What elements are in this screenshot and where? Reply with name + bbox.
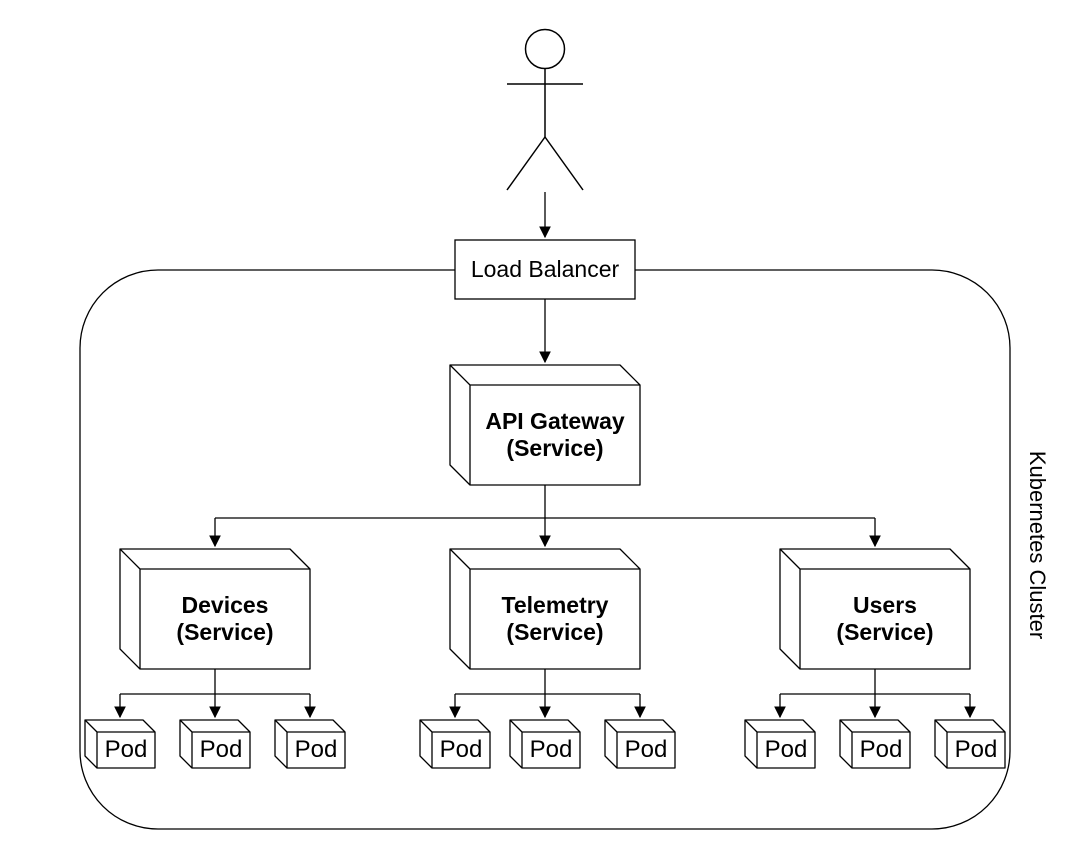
pod-node: [839, 719, 911, 769]
pod-node: [274, 719, 346, 769]
pod-node: [934, 719, 1006, 769]
service-node-devices: [119, 548, 311, 670]
load-balancer-node: [454, 239, 636, 300]
actor-head: [524, 28, 566, 70]
service-node-telemetry: [449, 548, 641, 670]
pod-node: [509, 719, 581, 769]
edge-telemetry-fanout: [455, 669, 640, 695]
actor-legs: [506, 136, 584, 191]
pod-node: [604, 719, 676, 769]
edges: [114, 192, 976, 719]
service-node-users: [779, 548, 971, 670]
api-gateway-node: [449, 364, 641, 486]
pod-node: [744, 719, 816, 769]
actor-icon: [506, 28, 584, 191]
cube-nodes: [84, 364, 1006, 769]
pod-node: [84, 719, 156, 769]
pod-node: [419, 719, 491, 769]
pod-node: [179, 719, 251, 769]
